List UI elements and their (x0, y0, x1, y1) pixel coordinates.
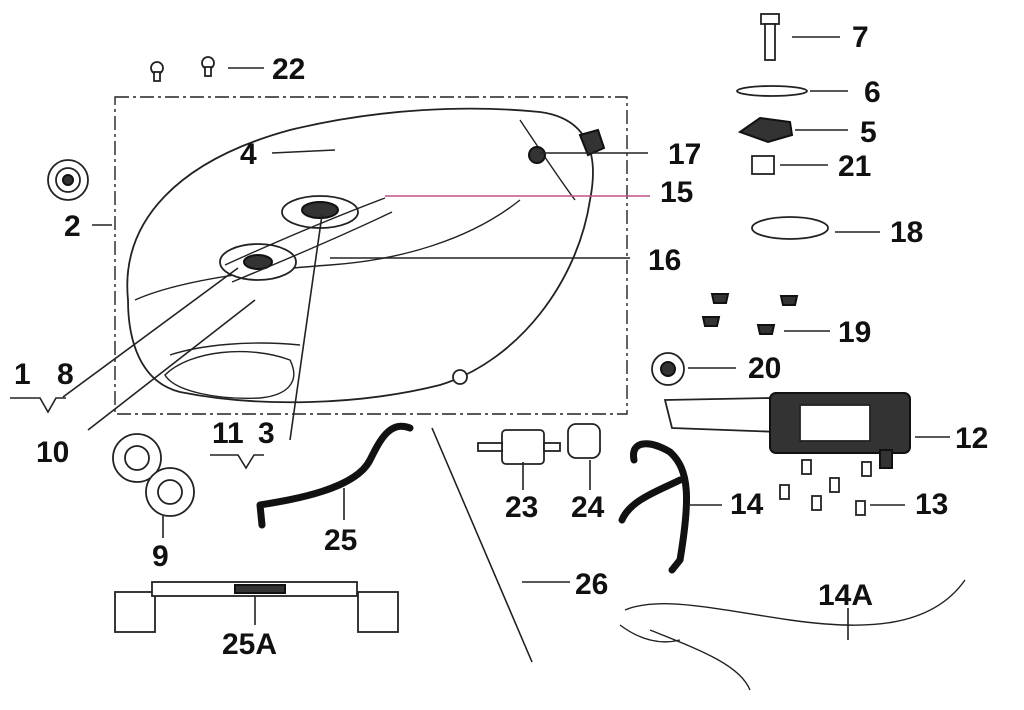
label-4: 4 (240, 138, 257, 171)
label-19: 19 (838, 316, 871, 349)
label-14a: 14A (818, 579, 873, 612)
label-1: 1 (14, 358, 31, 391)
grommet-20[interactable] (651, 352, 685, 386)
grommet-2[interactable] (47, 159, 89, 201)
seal-ring-18[interactable] (751, 216, 829, 240)
label-21: 21 (838, 150, 871, 183)
bracket-5[interactable] (737, 116, 794, 144)
hose-14a[interactable] (619, 579, 966, 691)
label-26: 26 (575, 568, 608, 601)
callout-labels: 22 7 6 5 21 17 15 18 16 19 20 12 13 14 4… (14, 21, 988, 661)
label-22: 22 (272, 53, 305, 86)
hose-26[interactable] (431, 427, 533, 663)
label-6: 6 (864, 76, 881, 109)
hose-14[interactable] (618, 440, 690, 574)
label-9: 9 (152, 540, 169, 573)
tank-assembly-frame (114, 96, 628, 415)
label-12: 12 (955, 422, 988, 455)
label-24: 24 (571, 491, 605, 524)
bolt-7[interactable] (760, 13, 780, 61)
hose-25[interactable] (256, 422, 414, 529)
label-17: 17 (668, 138, 701, 171)
screws-13[interactable] (779, 459, 872, 516)
label-13: 13 (915, 488, 948, 521)
label-10: 10 (36, 436, 69, 469)
fuel-caps-9[interactable] (112, 433, 195, 517)
label-20: 20 (748, 352, 781, 385)
screws-22[interactable] (150, 56, 215, 82)
label-16: 16 (648, 244, 681, 277)
label-3: 3 (258, 417, 275, 450)
washer-6[interactable] (736, 85, 808, 97)
label-8: 8 (57, 358, 74, 391)
label-14: 14 (730, 488, 764, 521)
clips-19[interactable] (701, 293, 799, 335)
label-15: 15 (660, 176, 693, 209)
label-5: 5 (860, 116, 877, 149)
label-18: 18 (890, 216, 923, 249)
filter-element-24[interactable] (567, 423, 601, 459)
label-25: 25 (324, 524, 357, 557)
label-7: 7 (852, 21, 869, 54)
label-2: 2 (64, 210, 81, 243)
fuel-tank[interactable] (126, 107, 606, 404)
hose-25a[interactable] (114, 581, 399, 633)
label-23: 23 (505, 491, 538, 524)
label-11: 11 (212, 417, 244, 450)
fuel-pump-12[interactable] (663, 392, 911, 469)
leader-lines (10, 36, 950, 640)
spacer-21[interactable] (751, 155, 775, 175)
fuel-filter-23[interactable] (477, 429, 561, 465)
label-25a: 25A (222, 628, 277, 661)
